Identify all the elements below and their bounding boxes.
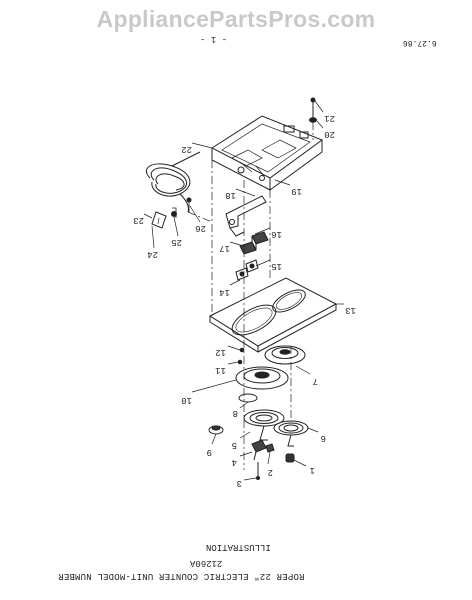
insulator-9 xyxy=(208,425,224,435)
callout-16: 16 xyxy=(271,229,282,239)
assembly-centerlines xyxy=(187,122,314,470)
surface-element-5 xyxy=(243,409,285,441)
callout-26: 26 xyxy=(195,223,206,233)
callout-24: 24 xyxy=(147,249,158,259)
callout-5: 5 xyxy=(232,440,237,450)
callout-23: 23 xyxy=(133,215,144,225)
callout-1: 1 xyxy=(310,465,315,475)
callout-15: 15 xyxy=(271,261,282,271)
callout-19: 19 xyxy=(291,186,302,196)
callout-18: 18 xyxy=(225,190,236,200)
drip-pan-7 xyxy=(264,345,306,365)
trim-ring-8 xyxy=(238,393,258,403)
watermark-logo: AppliancePartsPros.com xyxy=(96,6,376,32)
screw-20-21 xyxy=(309,97,317,123)
screw-3 xyxy=(256,462,260,480)
connector-24 xyxy=(151,211,167,229)
callout-13: 13 xyxy=(345,305,356,315)
callout-11: 11 xyxy=(215,365,226,375)
wire-harness xyxy=(145,151,201,213)
callout-9: 9 xyxy=(207,447,212,457)
caption-illustration: ILLUSTRATION xyxy=(206,542,271,552)
screw-26 xyxy=(186,197,192,212)
knob-15 xyxy=(245,259,259,273)
control-box-19 xyxy=(211,115,324,191)
screw-12 xyxy=(239,347,245,353)
caption-illustration-number: 21260A xyxy=(190,558,223,568)
caption-model-title: ROPER 22" ELECTRIC COUNTER UNIT-MODEL NU… xyxy=(58,571,305,581)
callout-10: 10 xyxy=(181,395,192,405)
screw-11 xyxy=(237,359,243,365)
receptacle-2 xyxy=(265,443,275,453)
leader-lines xyxy=(143,100,344,481)
callout-8: 8 xyxy=(233,408,238,418)
drip-pan-10 xyxy=(235,366,289,390)
surface-element-6 xyxy=(273,420,309,447)
clip-25 xyxy=(171,207,177,218)
callout-21: 21 xyxy=(324,113,335,123)
callout-3: 3 xyxy=(237,478,242,488)
callout-6: 6 xyxy=(321,433,326,443)
callout-20: 20 xyxy=(324,129,335,139)
callout-4: 4 xyxy=(232,457,237,467)
bracket-18 xyxy=(225,195,267,237)
switch-17 xyxy=(239,241,257,255)
callout-12: 12 xyxy=(215,347,226,357)
cap-1 xyxy=(285,453,295,463)
callout-7: 7 xyxy=(313,376,318,386)
callout-22: 22 xyxy=(181,144,192,154)
callout-17: 17 xyxy=(219,243,230,253)
receptacle-4 xyxy=(251,439,267,461)
callout-14: 14 xyxy=(219,287,230,297)
callout-2: 2 xyxy=(268,467,273,477)
callout-labels: 1 2 3 4 5 6 7 8 9 10 11 12 13 14 15 16 1… xyxy=(133,113,356,488)
knob-14 xyxy=(235,267,249,281)
callout-25: 25 xyxy=(171,237,182,247)
